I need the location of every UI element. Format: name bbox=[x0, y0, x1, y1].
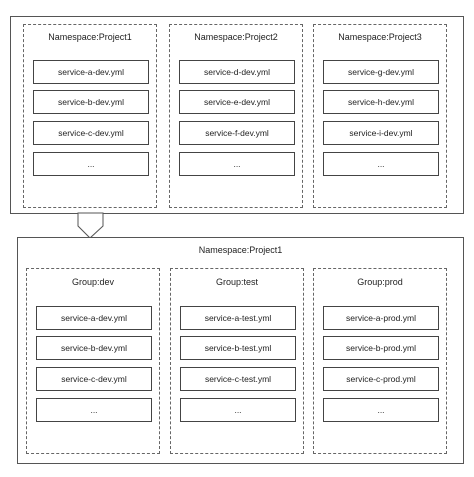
file-item: service-d-dev.yml bbox=[179, 60, 295, 84]
ellipsis-item: ... bbox=[33, 152, 149, 176]
file-item: service-c-dev.yml bbox=[36, 367, 152, 391]
namespace-project2-title: Namespace:Project2 bbox=[194, 32, 278, 42]
file-item: service-f-dev.yml bbox=[179, 121, 295, 145]
ellipsis-item: ... bbox=[323, 152, 439, 176]
file-item: service-b-prod.yml bbox=[323, 336, 439, 360]
file-item: service-a-dev.yml bbox=[33, 60, 149, 84]
file-item: service-c-prod.yml bbox=[323, 367, 439, 391]
ellipsis-item: ... bbox=[36, 398, 152, 422]
namespace-project3-title: Namespace:Project3 bbox=[338, 32, 422, 42]
namespace-project3-box: Namespace:Project3 service-g-dev.yml ser… bbox=[313, 24, 447, 208]
file-item: service-c-test.yml bbox=[180, 367, 296, 391]
ellipsis-item: ... bbox=[180, 398, 296, 422]
ellipsis-item: ... bbox=[179, 152, 295, 176]
file-item: service-a-dev.yml bbox=[36, 306, 152, 330]
file-item: service-b-test.yml bbox=[180, 336, 296, 360]
file-item: service-c-dev.yml bbox=[33, 121, 149, 145]
namespace-project1-box: Namespace:Project1 service-a-dev.yml ser… bbox=[23, 24, 157, 208]
file-item: service-i-dev.yml bbox=[323, 121, 439, 145]
group-dev-title: Group:dev bbox=[71, 277, 115, 287]
group-test-box: Group:test service-a-test.yml service-b-… bbox=[170, 268, 304, 454]
file-item: service-e-dev.yml bbox=[179, 90, 295, 114]
group-prod-box: Group:prod service-a-prod.yml service-b-… bbox=[313, 268, 447, 454]
file-item: service-b-dev.yml bbox=[36, 336, 152, 360]
file-item: service-a-test.yml bbox=[180, 306, 296, 330]
ellipsis-item: ... bbox=[323, 398, 439, 422]
namespace-project1-title: Namespace:Project1 bbox=[48, 32, 132, 42]
file-item: service-a-prod.yml bbox=[323, 306, 439, 330]
file-item: service-g-dev.yml bbox=[323, 60, 439, 84]
group-test-title: Group:test bbox=[215, 277, 259, 287]
file-item: service-h-dev.yml bbox=[323, 90, 439, 114]
bottom-namespace-title: Namespace:Project1 bbox=[198, 245, 283, 255]
file-item: service-b-dev.yml bbox=[33, 90, 149, 114]
namespace-project2-box: Namespace:Project2 service-d-dev.yml ser… bbox=[169, 24, 303, 208]
group-dev-box: Group:dev service-a-dev.yml service-b-de… bbox=[26, 268, 160, 454]
group-prod-title: Group:prod bbox=[357, 277, 403, 287]
